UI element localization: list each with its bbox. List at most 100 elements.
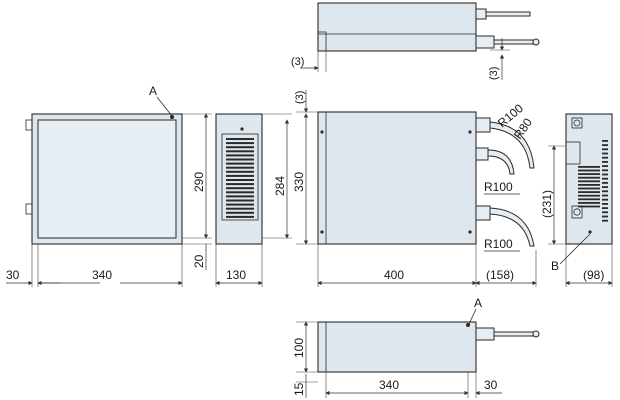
- vent-slot: [226, 146, 254, 149]
- bottom-height-label: 100: [292, 338, 306, 358]
- vent-slot: [226, 191, 254, 194]
- vent-slot: [226, 158, 254, 161]
- vent-slot: [602, 198, 608, 201]
- bottom-width-label: 340: [379, 378, 399, 392]
- vent-slot: [602, 190, 608, 193]
- vent-slot: [578, 202, 600, 204]
- bottom-offset-label: 15: [292, 382, 306, 396]
- vent-slot: [602, 148, 608, 151]
- vent-slot: [602, 211, 608, 214]
- vent-slot: [602, 140, 608, 142]
- radius-mid-label: R100: [484, 180, 513, 194]
- vent-slot: [602, 152, 608, 155]
- vent-slot: [602, 203, 608, 205]
- cable-outer: [489, 121, 535, 169]
- vent-slot: [602, 173, 608, 176]
- mark-a-front: A: [149, 84, 157, 98]
- front-bottom-offset-label: 20: [192, 254, 206, 268]
- vent-slot: [226, 138, 254, 140]
- bottom-cable: [493, 331, 537, 337]
- vent-slot: [226, 195, 254, 198]
- vent-slot: [578, 166, 600, 168]
- vent-slot: [226, 154, 254, 157]
- vent-slot: [226, 203, 254, 206]
- vent-slot: [602, 207, 608, 209]
- vent-slot: [602, 177, 608, 180]
- vent-slot: [602, 161, 608, 163]
- vent-slot: [602, 169, 608, 172]
- cable-low: [489, 207, 535, 247]
- top-view-cables: [475, 8, 540, 49]
- vent-slot: [226, 199, 254, 202]
- right-side-width-label: (98): [583, 268, 604, 282]
- side-height-label: 284: [273, 176, 287, 196]
- front-width-label: 340: [92, 268, 112, 282]
- mark-a-bottom: A: [474, 296, 482, 310]
- vent-slot: [226, 207, 254, 210]
- side-view: 130 284: [215, 113, 292, 287]
- bottom-cable-connector: [475, 327, 495, 341]
- connector-top: [475, 117, 491, 133]
- front-view-panel: [37, 119, 177, 239]
- front-left-offset-label: 30: [6, 268, 20, 282]
- connector-low: [475, 205, 491, 221]
- vent-slot: [578, 184, 600, 186]
- vent-slot: [226, 183, 254, 186]
- vent-slot: [226, 170, 254, 173]
- vent-slot: [578, 180, 600, 183]
- vent-slot: [578, 205, 600, 208]
- bottom-right-offset-label: 30: [484, 378, 498, 392]
- top-view-foot: [317, 31, 327, 52]
- side-grille: [226, 138, 254, 218]
- side-view-grille-frame: [221, 133, 259, 221]
- vent-slot: [226, 179, 254, 181]
- vent-slot: [602, 156, 608, 159]
- vent-slot: [602, 186, 608, 188]
- vent-slot: [578, 198, 600, 201]
- vent-slot: [226, 187, 254, 190]
- main-width-label: 400: [384, 268, 404, 282]
- side-width-label: 130: [226, 268, 246, 282]
- front-view: A 30 340 290 20: [6, 84, 212, 287]
- main-right-ext-label: (158): [486, 268, 514, 282]
- radius-low-label: R100: [484, 237, 513, 251]
- vent-slot: [602, 194, 608, 197]
- front-handle-bottom: [25, 203, 33, 215]
- cable-inner: [487, 149, 515, 175]
- front-handle-top: [25, 119, 33, 131]
- vent-slot: [578, 169, 600, 172]
- vent-slot: [578, 194, 600, 197]
- vent-slot: [226, 174, 254, 177]
- bottom-view-body: [317, 321, 477, 373]
- mark-b: B: [551, 259, 559, 273]
- top-view: (3) (3): [291, 2, 540, 80]
- vent-slot: [226, 150, 254, 153]
- connector-mid: [475, 147, 489, 161]
- bottom-view: A 100 15 340 30: [292, 296, 540, 398]
- vent-slot: [602, 144, 608, 146]
- vent-slot: [602, 215, 608, 218]
- right-side-bracket: [565, 141, 581, 165]
- right-side-view: (231) (98) B: [540, 113, 613, 287]
- vent-slot: [602, 165, 608, 167]
- top-view-body: [317, 2, 477, 52]
- vent-slot: [578, 176, 600, 179]
- top-left-gap-label: (3): [291, 56, 304, 68]
- right-side-grille: [578, 140, 608, 222]
- vent-slot: [226, 142, 254, 145]
- right-side-height-label: (231): [540, 190, 554, 218]
- main-height-label: 330: [292, 172, 306, 192]
- vent-slot: [602, 182, 608, 184]
- top-right-gap-label: (3): [488, 67, 500, 80]
- main-view: R100 R80 R100 R100 330 (3) 400 (158): [292, 90, 537, 287]
- vent-slot: [602, 219, 608, 222]
- front-height-label: 290: [192, 172, 206, 192]
- vent-slot: [578, 187, 600, 190]
- vent-slot: [226, 162, 254, 165]
- vent-slot: [578, 191, 600, 193]
- vent-slot: [226, 166, 254, 169]
- main-view-body: [317, 111, 477, 245]
- vent-slot: [226, 215, 254, 218]
